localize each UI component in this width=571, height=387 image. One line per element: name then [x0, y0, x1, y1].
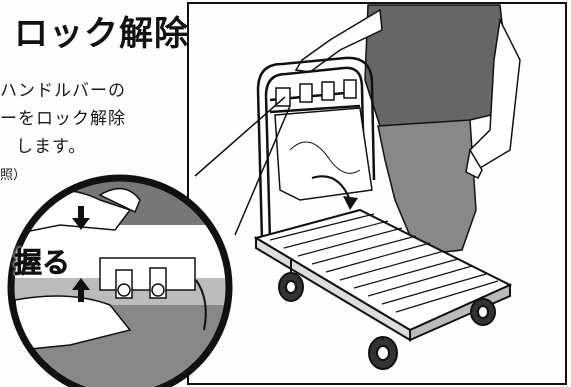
cart-handle [256, 56, 376, 241]
instruction-line-3: します。 [16, 137, 87, 157]
instruction-note: 照） [0, 168, 27, 183]
illustration-frame [187, 2, 567, 385]
magnified-callout [7, 174, 233, 387]
cloth-cover [274, 107, 373, 201]
grip-label: 握る [14, 246, 71, 280]
instruction-line-2: ーをロック解除 [0, 109, 126, 129]
rotation-arrow [311, 175, 351, 201]
callout-connector [194, 96, 291, 236]
person-figure [294, 4, 521, 256]
cart-wheels [278, 260, 496, 370]
instruction-line-1: ハンドルバーの [0, 81, 126, 101]
deck-slats [269, 213, 499, 313]
section-heading: ロック解除 [14, 14, 189, 54]
handle-locks [275, 79, 357, 107]
squeeze-arrows [72, 206, 90, 302]
